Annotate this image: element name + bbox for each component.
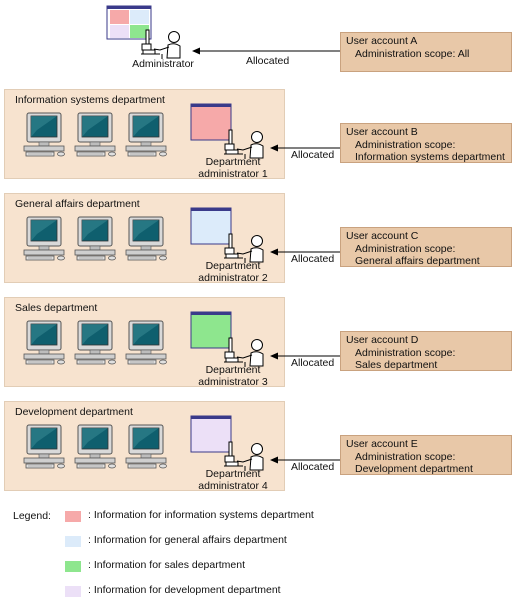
desktop-computer-icon — [23, 112, 65, 157]
allocated-label: Allocated — [291, 149, 335, 161]
account-name: User account E — [346, 438, 418, 450]
account-name: User account B — [346, 126, 418, 138]
desktop-computer-icon — [125, 424, 167, 469]
allocation-arrow — [270, 248, 340, 256]
account-scope: Administration scope: All — [355, 47, 470, 60]
allocated-label: Allocated — [291, 461, 335, 473]
account-scope: Administration scope: — [355, 138, 456, 151]
legend-item-text: : Information for information systems de… — [88, 509, 314, 521]
department-administrator-icon — [224, 441, 264, 471]
department-panel: Information systems department Departmen… — [4, 89, 285, 179]
legend-item-text: : Information for sales department — [88, 559, 245, 571]
info-window-icon — [190, 415, 232, 453]
admin-label-line1: Department — [205, 156, 261, 168]
legend-color-swatch — [64, 560, 82, 573]
account-name: User account A — [346, 35, 418, 47]
desktop-computer-icon — [74, 424, 116, 469]
legend-title: Legend: — [13, 510, 51, 522]
admin-label-line2: administrator 4 — [198, 479, 268, 492]
desktop-computer-icon — [125, 112, 167, 157]
admin-label-line2: administrator 1 — [198, 167, 268, 180]
allocated-label: Allocated — [291, 253, 335, 265]
desktop-computer-icon — [74, 216, 116, 261]
department-title: Sales department — [15, 302, 98, 314]
desktop-computer-icon — [125, 216, 167, 261]
legend-color-swatch — [64, 510, 82, 523]
desktop-computer-icon — [74, 112, 116, 157]
desktop-computer-icon — [125, 320, 167, 365]
department-title: General affairs department — [15, 198, 140, 210]
desktop-computer-icon — [23, 320, 65, 365]
admin-label-line1: Department — [205, 468, 261, 480]
legend-color-swatch — [64, 535, 82, 548]
department-administrator-icon — [224, 337, 264, 367]
admin-label-line1: Department — [205, 364, 261, 376]
legend-color-swatch — [64, 585, 82, 598]
account-scope: Administration scope: — [355, 346, 456, 359]
desktop-computer-icon — [23, 216, 65, 261]
admin-label-line1: Department — [205, 260, 261, 272]
allocation-arrow — [270, 456, 340, 464]
account-scope: Sales department — [355, 359, 438, 371]
allocated-label: Allocated — [291, 357, 335, 369]
desktop-computer-icon — [74, 320, 116, 365]
user-account-a-box: User account A Administration scope: All — [340, 32, 512, 72]
department-title: Development department — [15, 406, 133, 418]
department-administrator-icon — [224, 129, 264, 159]
desktop-computer-icon — [23, 424, 65, 469]
department-administrator-icon — [224, 233, 264, 263]
admin-label-line2: administrator 2 — [198, 271, 268, 284]
allocated-label: Allocated — [246, 55, 290, 67]
combined-info-window-icon — [106, 5, 152, 40]
allocation-arrow — [270, 352, 340, 360]
account-scope: Development department — [355, 463, 473, 475]
legend-item-text: : Information for development department — [88, 584, 281, 596]
info-window-icon — [190, 207, 232, 245]
department-title: Information systems department — [15, 94, 165, 106]
account-name: User account C — [346, 230, 419, 242]
allocation-arrow — [192, 47, 340, 55]
account-scope: Administration scope: — [355, 450, 456, 463]
account-name: User account D — [346, 334, 419, 346]
legend-item-text: : Information for general affairs depart… — [88, 534, 287, 546]
account-scope: Information systems department — [355, 151, 505, 163]
info-window-icon — [190, 311, 232, 349]
admin-label-line2: administrator 3 — [198, 375, 268, 388]
account-scope: Administration scope: — [355, 242, 456, 255]
info-window-icon — [190, 103, 232, 141]
allocation-arrow — [270, 144, 340, 152]
administrator-icon — [141, 29, 181, 59]
administrator-label: Administrator — [132, 58, 194, 70]
account-scope: General affairs department — [355, 255, 480, 267]
